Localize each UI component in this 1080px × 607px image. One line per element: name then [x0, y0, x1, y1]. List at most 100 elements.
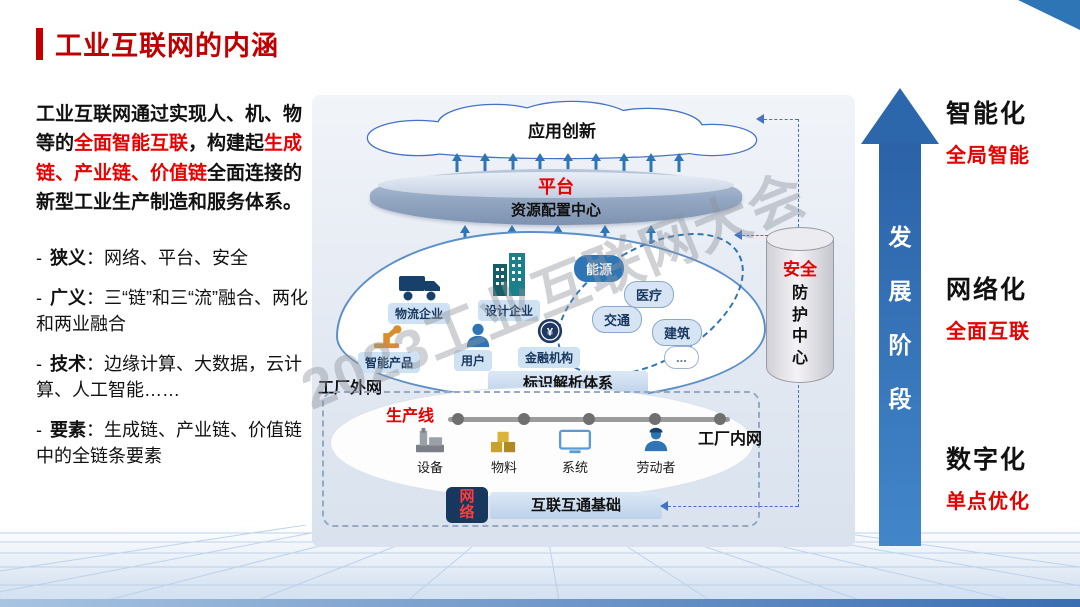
stage-name: 智能化: [946, 100, 1028, 128]
stage-desc: 全局智能: [946, 145, 1030, 167]
coin-icon: ¥: [536, 317, 564, 345]
production-line-label: 生产线: [386, 408, 435, 425]
protection-center-text: 防护中心: [791, 285, 808, 367]
interconnection-foundation-bar: 互联互通基础: [490, 492, 662, 519]
connector-line: [798, 385, 799, 507]
stage-desc: 全面互联: [946, 321, 1030, 343]
entity-label-smart-products: 智能产品: [358, 352, 421, 373]
platform-disk: 平台 资源配置中心: [370, 169, 742, 225]
line-node: [517, 413, 530, 425]
development-arrow-shaft: 发展阶段: [879, 142, 921, 546]
application-innovation-cloud: 应用创新: [340, 97, 784, 163]
bullet-dash: -: [36, 288, 42, 309]
bullet-label: 技术: [50, 354, 86, 375]
connector-arrowhead: [734, 230, 742, 240]
bullet-text: ：三“链”和三“流”融合、两化和两业融合: [36, 288, 308, 334]
intro-seg-5: 全面连接的新型工业生产制造和服务体系。: [36, 162, 303, 214]
entity-label-logistics: 物流企业: [388, 303, 451, 324]
connector-line: [742, 235, 768, 236]
worker-icon: [642, 425, 670, 453]
svg-text:¥: ¥: [547, 327, 554, 339]
bullet-label: 广义: [50, 288, 86, 309]
left-text-panel: 工业互联网通过实现人、机、物等的全面智能互联，构建起生成链、产业链、价值链全面连…: [36, 100, 308, 485]
connector-line: [668, 506, 798, 507]
user-icon: [464, 321, 492, 349]
floor-label-equipment: 设备: [416, 460, 443, 475]
stage-name: 网络化: [946, 276, 1028, 304]
bullet-text: ：边缘计算、大数据，云计算、人工智能……: [36, 354, 302, 400]
protection-center-label: 防护中心: [766, 283, 834, 369]
connector-arrowhead: [660, 501, 668, 511]
security-label: 安全: [783, 260, 817, 279]
factory-floor-ellipse: [330, 387, 754, 499]
production-line-nodes: [452, 413, 726, 425]
application-innovation-label: 应用创新: [528, 122, 596, 141]
floor-label-systems: 系统: [561, 460, 588, 475]
resource-allocation-center-label: 资源配置中心: [510, 202, 601, 219]
stage-name: 数字化: [946, 446, 1028, 474]
intro-seg-3: ，构建起: [188, 133, 265, 155]
up-arrow-icon: [674, 153, 684, 173]
machine-icon: [414, 427, 446, 455]
bullet-dash: -: [36, 354, 42, 375]
industry-energy: 能源: [574, 255, 625, 282]
entity-label-finance: 金融机构: [518, 347, 581, 368]
bullet-technology: -技术：边缘计算、大数据，云计算、人工智能……: [36, 352, 308, 403]
intro-seg-2-highlight: 全面智能互联: [74, 133, 189, 155]
line-node: [452, 413, 464, 425]
bullet-broad-sense: -广义：三“链”和三“流”融合、两化和两业融合: [36, 286, 308, 337]
connector-line: [764, 119, 798, 120]
system-icon: [558, 429, 592, 455]
bullet-narrow-sense: -狭义：网络、平台、安全: [36, 246, 308, 272]
cloud-icon: [366, 100, 758, 160]
page-title: 工业互联网的内涵: [55, 31, 279, 61]
security-protection-cylinder: 安全 防护中心: [766, 227, 834, 383]
bullet-dash: -: [36, 420, 42, 441]
industry-construction: 建筑: [652, 319, 703, 346]
corner-accent-triangle: [1018, 0, 1080, 30]
slide-header: 工业互联网的内涵: [36, 24, 279, 63]
truck-icon: [398, 273, 442, 303]
connector-arrowhead: [756, 114, 764, 124]
platform-label: 平台: [538, 177, 574, 197]
stage-intelligent: 智能化 全局智能: [946, 94, 1030, 168]
line-node: [583, 413, 595, 425]
bullet-label: 狭义: [50, 247, 86, 268]
line-node: [648, 413, 661, 425]
bullet-text: ：网络、平台、安全: [86, 247, 248, 268]
industry-healthcare: 医疗: [624, 281, 675, 308]
floor-label-materials: 物料: [490, 460, 517, 475]
network-label: 网络: [459, 487, 475, 521]
development-stages-label: 发展阶段: [888, 224, 912, 413]
network-box: 网络: [446, 487, 488, 523]
bullet-label: 要素: [50, 420, 86, 441]
cylinder-body: [766, 239, 834, 383]
stage-digital: 数字化 单点优化: [946, 440, 1030, 514]
bullet-elements: -要素：生成链、产业链、价值链中的全链条要素: [36, 418, 308, 469]
industry-transport: 交通: [592, 306, 643, 333]
buildings-icon: [492, 251, 526, 297]
intro-seg-1: 工业互联网通过实现人、机、物等的: [36, 104, 303, 155]
factory-inner-dashed-frame: [322, 391, 760, 527]
stage-desc: 单点优化: [946, 491, 1030, 513]
architecture-diagram: 应用创新 平台 资源配置中心 物流企业 设计企业 智能产品 用户: [312, 95, 855, 547]
up-arrow-icon: [646, 153, 656, 173]
entity-label-design: 设计企业: [478, 300, 541, 321]
intro-paragraph: 工业互联网通过实现人、机、物等的全面智能互联，构建起生成链、产业链、价值链全面连…: [36, 100, 308, 218]
connector-line: [798, 119, 799, 227]
title-accent-bar: [36, 27, 43, 60]
bullet-text: ：生成链、产业链、价值链中的全链条要素: [36, 420, 302, 467]
development-arrow-head: [861, 88, 939, 144]
floor-label-workers: 劳动者: [636, 460, 676, 475]
entity-label-users: 用户: [454, 350, 493, 371]
line-node: [714, 413, 726, 425]
bullet-dash: -: [36, 247, 42, 268]
materials-icon: [488, 429, 520, 455]
bottom-accent-strip: [0, 599, 1080, 607]
cylinder-top: [766, 227, 834, 251]
robot-icon: [370, 321, 404, 349]
up-arrow-icon: [452, 153, 462, 173]
intro-seg-4-highlight: 生成链、产业链、价值链: [36, 133, 303, 184]
industry-more: ...: [664, 346, 699, 369]
